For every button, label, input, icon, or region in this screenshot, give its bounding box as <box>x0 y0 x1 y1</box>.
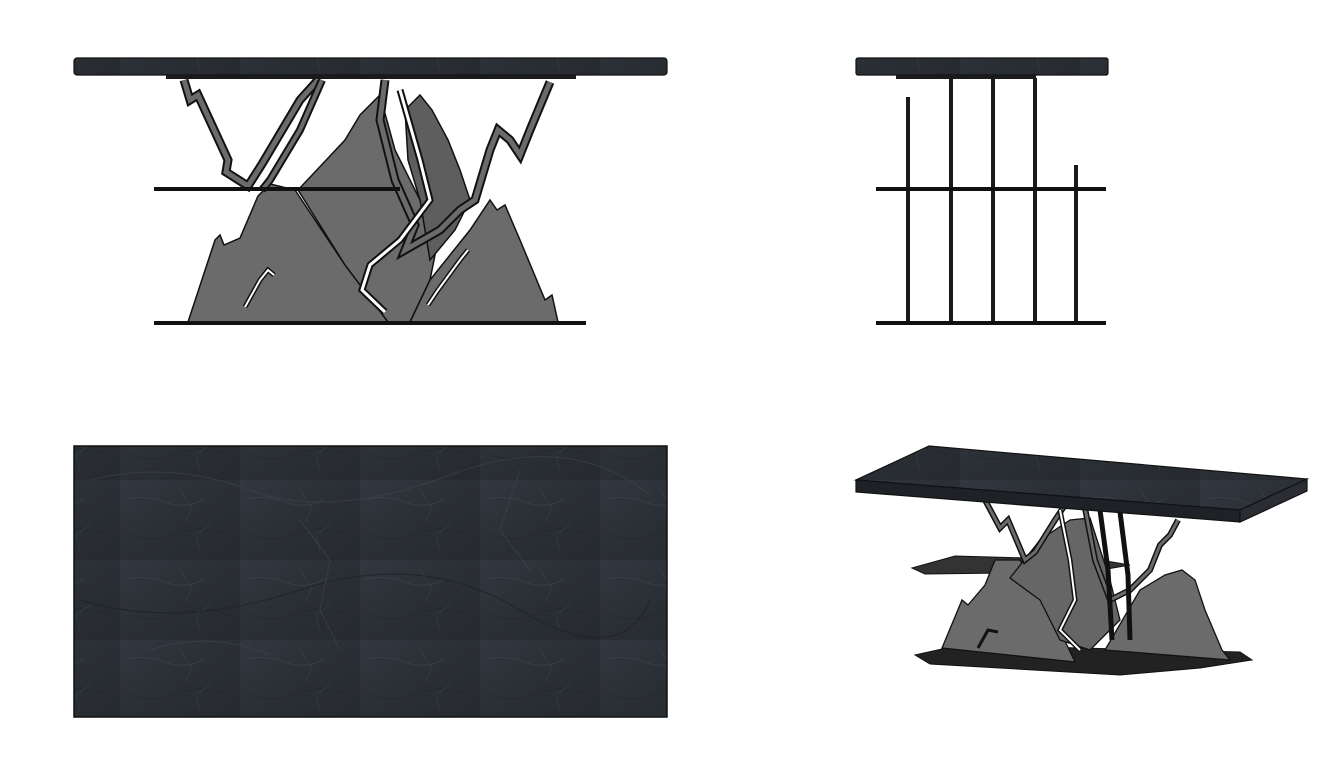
front-cutout-left-fill <box>244 268 275 308</box>
front-middle-shelf <box>154 187 400 191</box>
side-elevation-view <box>855 57 1109 325</box>
front-base-rail <box>154 321 586 325</box>
iso-mountain-plate-left <box>941 559 1077 663</box>
front-cutout-right-fill <box>427 249 469 306</box>
side-tabletop <box>855 57 1109 76</box>
side-rod-3 <box>991 78 995 323</box>
front-strut-mid-fill <box>260 79 324 192</box>
side-middle-shelf <box>876 187 1106 191</box>
iso-strut-left-fill <box>983 499 1067 563</box>
side-rod-2 <box>949 78 953 323</box>
iso-strut-diagonal-fill <box>1058 509 1081 651</box>
isometric-view <box>853 445 1310 676</box>
side-rod-5 <box>1074 165 1078 323</box>
front-top-rail <box>166 75 576 79</box>
iso-cutout <box>976 628 999 649</box>
front-elevation-view <box>73 57 668 325</box>
iso-strut-right-fill <box>1083 507 1180 603</box>
iso-strut-vertical-a <box>1097 509 1115 641</box>
iso-mountain-plate-right <box>1103 569 1232 661</box>
front-mountain-plate-right <box>408 198 559 323</box>
side-rod-1 <box>906 97 910 323</box>
side-top-rail <box>896 75 1036 79</box>
side-base-rail <box>876 321 1106 325</box>
front-strut-diagonal-fill <box>360 89 432 314</box>
iso-strut-vertical-b <box>1117 511 1133 641</box>
side-rod-4 <box>1033 78 1037 323</box>
iso-tabletop-side-edge <box>1239 478 1308 523</box>
plan-slate-top <box>73 445 668 718</box>
plan-view <box>73 445 668 718</box>
front-strut-left-fill <box>181 78 320 190</box>
front-tabletop <box>73 57 668 76</box>
